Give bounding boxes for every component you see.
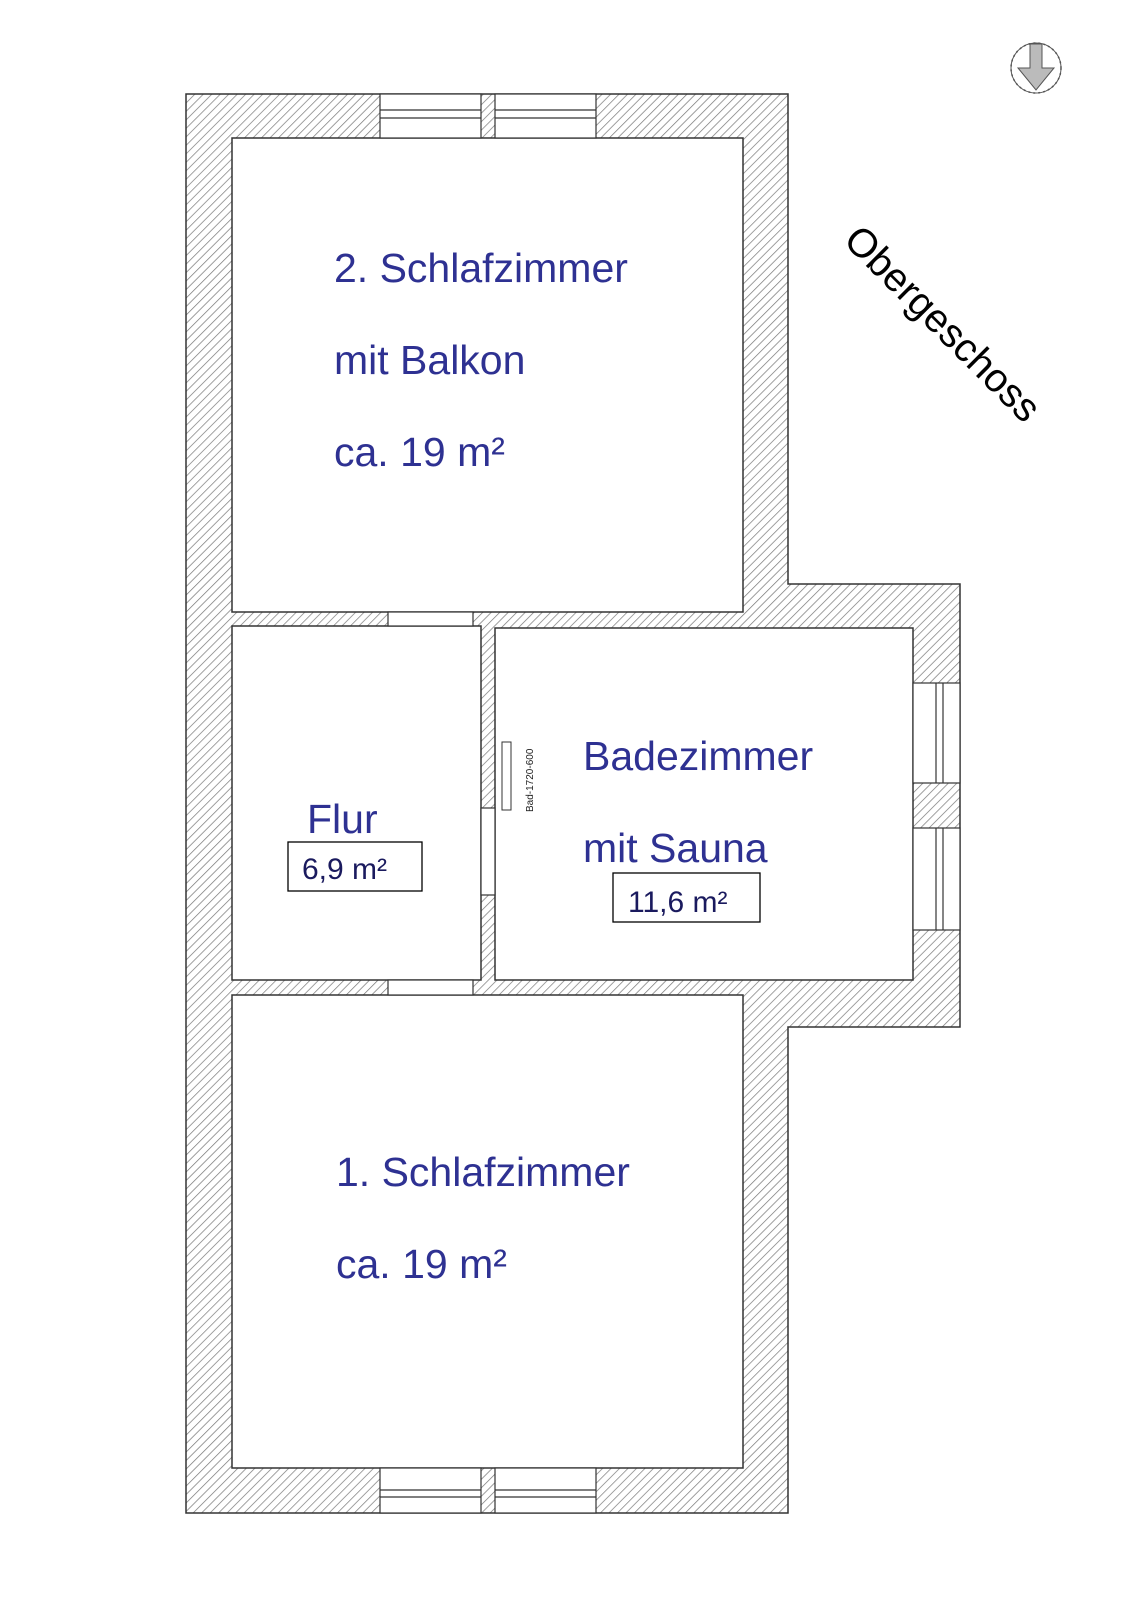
bathroom-area-box <box>612 872 761 923</box>
bathroom-name: Badezimmer <box>583 733 813 779</box>
hallway-area-box <box>287 841 423 892</box>
bathroom-subtitle: mit Sauna <box>583 825 768 871</box>
bedroom1-name: 1. Schlafzimmer <box>336 1149 630 1195</box>
room-bedroom1 <box>231 994 744 1469</box>
north-arrow-icon <box>1010 42 1062 94</box>
room-bathroom <box>494 627 914 981</box>
door-bathroom <box>480 807 496 896</box>
window-right-upper <box>912 682 961 784</box>
hallway-name: Flur <box>307 796 378 842</box>
window-top-right <box>494 93 597 139</box>
doors <box>387 611 496 996</box>
bedroom1-area: ca. 19 m² <box>336 1241 507 1287</box>
floor-label: Obergeschoss <box>836 217 1049 430</box>
bedroom2-name: 2. Schlafzimmer <box>334 245 628 291</box>
door-bedroom2 <box>387 611 474 627</box>
window-bottom-right <box>494 1467 597 1514</box>
door-bedroom1 <box>387 979 474 996</box>
window-top-left <box>379 93 482 139</box>
hallway-area: 6,9 m² <box>302 853 387 886</box>
radiator-fixture <box>501 741 512 811</box>
room-bedroom2 <box>231 137 744 613</box>
bathroom-area: 11,6 m² <box>628 886 727 919</box>
bedroom2-area: ca. 19 m² <box>334 429 505 475</box>
window-bottom-left <box>379 1467 482 1514</box>
bedroom2-subtitle: mit Balkon <box>334 337 525 383</box>
fixture-label: Bad-1720-600 <box>525 748 536 812</box>
room-hallway <box>231 625 482 981</box>
window-right-lower <box>912 827 961 931</box>
windows <box>379 93 961 1514</box>
